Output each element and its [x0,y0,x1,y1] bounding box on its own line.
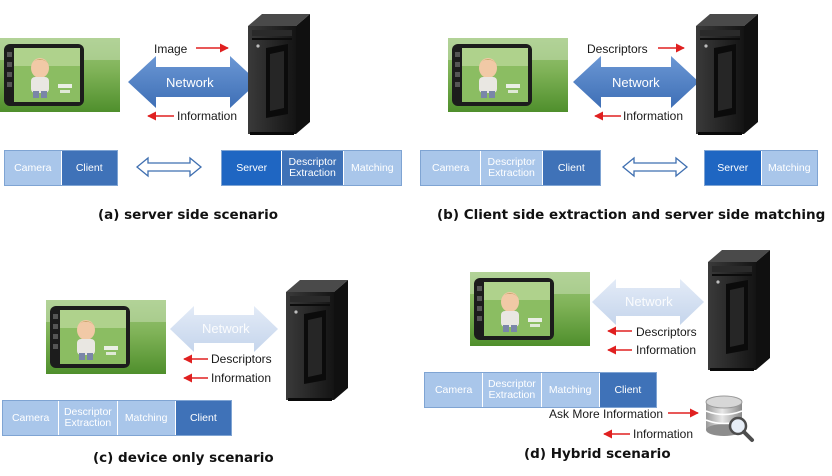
cell-camera: Camera [425,373,484,407]
label-information-c: Information [211,371,272,385]
label-descriptors-b: Descriptors [587,42,648,56]
cell-descriptor-extraction: Descriptor Extraction [282,151,344,185]
cell-client: Client [542,151,600,185]
client-bar-b: Camera Descriptor Extraction Client [420,150,601,186]
red-arrow-right-d [668,408,699,418]
cell-matching: Matching [541,373,600,407]
cell-descriptor-extraction: Descriptor Extraction [483,373,542,407]
network-label-c: Network [202,321,250,336]
server-tower-d [708,250,770,371]
phone-photo-c [46,300,166,374]
label-descriptors-c: Descriptors [211,352,272,366]
cell-matching: Matching [343,151,401,185]
caption-d: (d) Hybrid scenario [524,446,671,462]
link-arrow-a [135,156,203,178]
label-ask-more-information: Ask More Information [549,407,664,421]
label-information-a: Information [177,109,238,123]
cell-client: Client [599,373,657,407]
cell-client: Client [175,401,231,435]
label-image: Image [154,42,188,56]
network-label-d: Network [625,294,673,309]
network-arrow-c [170,306,278,352]
label-descriptors-d: Descriptors [636,325,697,339]
cell-server: Server [705,151,762,185]
phone-photo-d [470,272,590,346]
server-tower-b [696,14,758,135]
red-arrow-left-a [147,111,174,121]
database-search-icon [704,394,754,442]
caption-b: (b) Client side extraction and server si… [437,207,826,223]
cell-client: Client [61,151,117,185]
phone-photo-b [448,38,568,112]
network-arrow-d [592,279,704,325]
server-tower-a [248,14,310,135]
label-information-b: Information [623,109,684,123]
cell-matching: Matching [761,151,817,185]
cell-camera: Camera [5,151,62,185]
client-bar-c: Camera Descriptor Extraction Matching Cl… [2,400,232,436]
cell-server: Server [222,151,283,185]
server-tower-c [286,280,348,401]
server-bar-a: Server Descriptor Extraction Matching [221,150,402,186]
network-arrow-a [128,56,258,108]
red-arrow-right-a [196,43,229,53]
label-information-d: Information [636,343,697,357]
cell-camera: Camera [421,151,482,185]
network-arrow-b [573,56,699,108]
red-arrow-left-d2 [607,345,632,355]
red-arrow-left-c2 [183,373,208,383]
link-arrow-b [621,156,689,178]
red-arrow-left-c1 [183,354,208,364]
caption-c: (c) device only scenario [93,450,274,466]
caption-a: (a) server side scenario [98,207,278,223]
cell-matching: Matching [117,401,176,435]
red-arrow-left-d1 [607,326,632,336]
label-information-d2: Information [633,427,694,441]
red-arrow-left-d3 [603,429,630,439]
red-arrow-right-b [658,43,685,53]
cell-descriptor-extraction: Descriptor Extraction [481,151,543,185]
client-bar-d: Camera Descriptor Extraction Matching Cl… [424,372,657,408]
cell-camera: Camera [3,401,60,435]
phone-photo-a [0,38,120,112]
network-label-a: Network [166,75,214,90]
cell-descriptor-extraction: Descriptor Extraction [59,401,118,435]
network-label-b: Network [612,75,660,90]
red-arrow-left-b [594,111,621,121]
client-bar-a: Camera Client [4,150,118,186]
server-bar-b: Server Matching [704,150,818,186]
